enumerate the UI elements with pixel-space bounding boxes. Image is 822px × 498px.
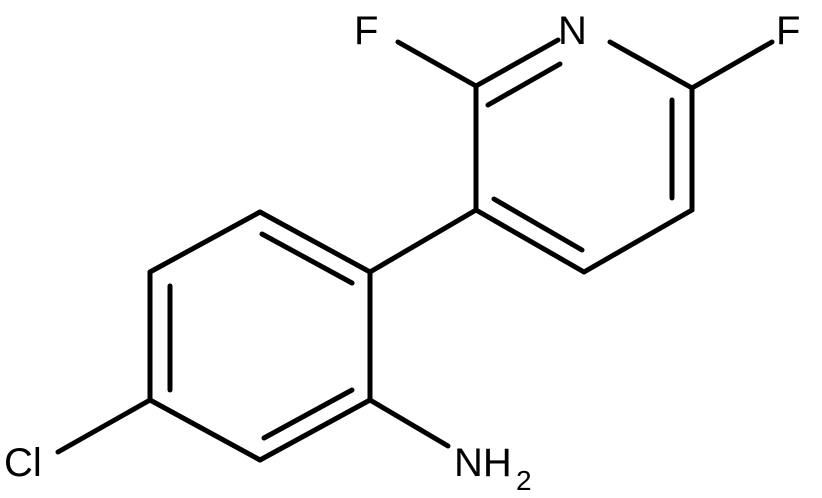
bond-p6-f — [689, 39, 775, 91]
bond-p4-p3 — [473, 207, 587, 275]
atom-label-nh: NH — [454, 441, 512, 485]
bond-p2-n-inner — [485, 61, 563, 108]
atom-label-nh-subscript: 2 — [516, 465, 532, 496]
bond-c5-c6 — [257, 397, 373, 463]
bond-c2-c3 — [147, 209, 263, 275]
bond-n-p6 — [607, 39, 695, 91]
bond-c1-c2-inner — [259, 231, 355, 286]
bond-p4-p3-inner — [491, 196, 585, 253]
bond-c6-nh2 — [367, 397, 451, 449]
atom-label-n: N — [558, 9, 587, 53]
bond-c5-c6-inner — [261, 387, 355, 441]
bond-biaryl — [367, 207, 479, 275]
bond-p5-p4 — [581, 207, 695, 275]
bond-p2-n — [473, 37, 561, 89]
pyridine-ring — [473, 37, 695, 275]
bond-c4-c5 — [147, 397, 263, 463]
benzene-ring — [147, 209, 373, 463]
bond-p2-f — [395, 39, 479, 89]
bond-c1-c2 — [257, 209, 373, 275]
atom-label-cl: Cl — [4, 441, 42, 485]
atom-label-f-left: F — [354, 9, 378, 53]
bond-c4-cl — [55, 397, 153, 455]
atom-label-f-right: F — [776, 9, 800, 53]
